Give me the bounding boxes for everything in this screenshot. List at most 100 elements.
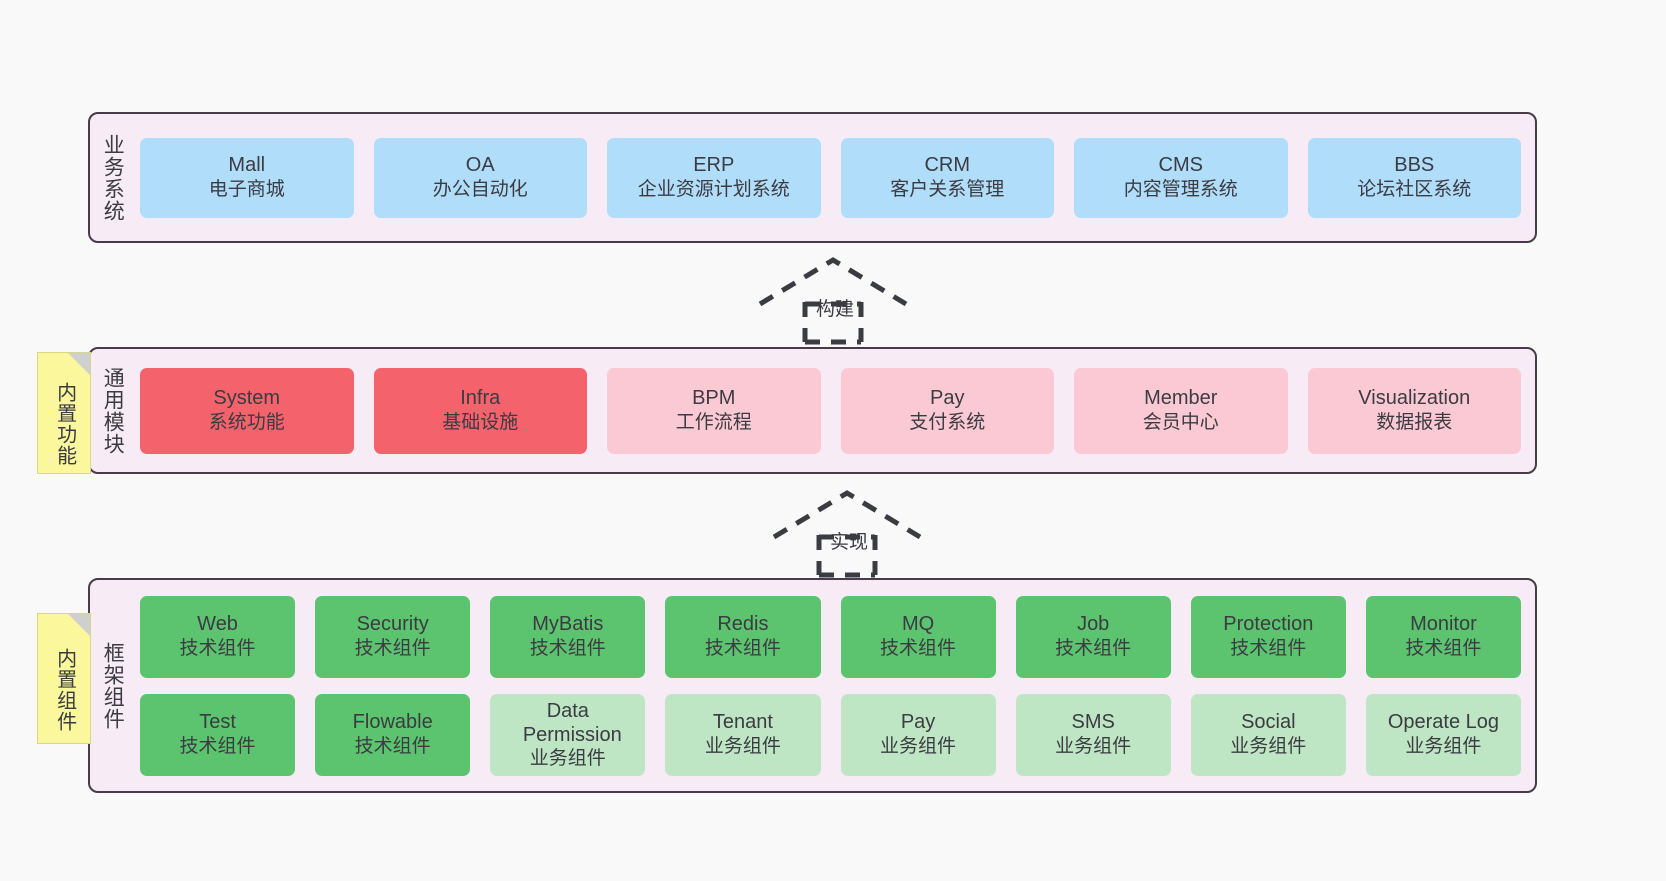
node-title: System xyxy=(213,386,281,409)
node-subtitle: 技术组件 xyxy=(880,638,957,660)
node-title: SMS xyxy=(1071,710,1115,733)
node-subtitle: 论坛社区系统 xyxy=(1357,179,1472,201)
node-subtitle: 支付系统 xyxy=(909,412,986,434)
node-subtitle: 技术组件 xyxy=(529,638,606,660)
node-job[interactable]: Job 技术组件 xyxy=(1015,595,1171,678)
node-pay-module[interactable]: Pay 支付系统 xyxy=(840,367,1054,454)
node-subtitle: 技术组件 xyxy=(1055,638,1132,660)
node-title: Operate Log xyxy=(1387,710,1500,733)
node-subtitle: 技术组件 xyxy=(354,736,431,758)
node-pay-component[interactable]: Pay 业务组件 xyxy=(840,693,996,776)
layer-body-business-systems: Mall 电子商城 OA 办公自动化 ERP 企业资源计划系统 CRM 客户关系… xyxy=(134,114,1535,241)
node-title: Infra xyxy=(460,386,501,409)
generalization-arrow-icon xyxy=(772,490,922,578)
node-web[interactable]: Web 技术组件 xyxy=(140,595,296,678)
node-subtitle: 技术组件 xyxy=(179,736,256,758)
node-erp[interactable]: ERP 企业资源计划系统 xyxy=(607,137,821,218)
node-title: Redis xyxy=(717,612,769,635)
node-title: Pay xyxy=(930,386,965,409)
sticky-note-builtin-features: 内置功能 xyxy=(37,352,91,474)
layer-common-modules: 通用模块 System 系统功能 Infra 基础设施 BPM 工作流程 Pay… xyxy=(88,347,1537,474)
layer-business-systems: 业务系统 Mall 电子商城 OA 办公自动化 ERP 企业资源计划系统 CRM… xyxy=(88,112,1537,243)
node-crm[interactable]: CRM 客户关系管理 xyxy=(840,137,1054,218)
node-subtitle: 基础设施 xyxy=(442,412,519,434)
node-subtitle: 客户关系管理 xyxy=(890,179,1005,201)
node-title: BBS xyxy=(1394,153,1435,176)
node-cms[interactable]: CMS 内容管理系统 xyxy=(1074,137,1288,218)
node-monitor[interactable]: Monitor 技术组件 xyxy=(1365,595,1521,678)
node-data-permission[interactable]: Data Permission 业务组件 xyxy=(490,693,646,776)
node-tenant[interactable]: Tenant 业务组件 xyxy=(665,693,821,776)
node-subtitle: 技术组件 xyxy=(354,638,431,660)
node-oa[interactable]: OA 办公自动化 xyxy=(373,137,587,218)
node-subtitle: 系统功能 xyxy=(208,412,285,434)
node-subtitle: 业务组件 xyxy=(1055,736,1132,758)
node-subtitle: 数据报表 xyxy=(1376,412,1453,434)
node-flowable[interactable]: Flowable 技术组件 xyxy=(315,693,471,776)
node-bbs[interactable]: BBS 论坛社区系统 xyxy=(1307,137,1521,218)
node-protection[interactable]: Protection 技术组件 xyxy=(1190,595,1346,678)
sticky-note-text: 内置功能 xyxy=(53,382,76,466)
node-title: Pay xyxy=(900,710,936,733)
node-subtitle: 业务组件 xyxy=(1230,736,1307,758)
node-title: Member xyxy=(1144,386,1218,409)
node-redis[interactable]: Redis 技术组件 xyxy=(665,595,821,678)
node-test[interactable]: Test 技术组件 xyxy=(140,693,296,776)
node-title: Job xyxy=(1077,612,1110,635)
layer-body-framework-components: Web 技术组件 Security 技术组件 MyBatis 技术组件 Redi… xyxy=(134,580,1535,791)
layer-label-business-systems: 业务系统 xyxy=(101,133,125,222)
sticky-note-text: 内置组件 xyxy=(53,647,76,732)
connector-label-implement: 实现 xyxy=(830,532,869,553)
node-title: CRM xyxy=(924,153,971,176)
node-member[interactable]: Member 会员中心 xyxy=(1074,367,1288,454)
node-subtitle: 业务组件 xyxy=(880,736,957,758)
node-title: MyBatis xyxy=(532,612,604,635)
node-subtitle: 技术组件 xyxy=(179,638,256,660)
node-title: Web xyxy=(197,612,238,635)
node-subtitle: 业务组件 xyxy=(1405,736,1482,758)
layer-label-framework-components: 框架组件 xyxy=(101,641,125,730)
node-system[interactable]: System 系统功能 xyxy=(140,367,354,454)
node-operate-log[interactable]: Operate Log 业务组件 xyxy=(1365,693,1521,776)
node-title: MQ xyxy=(901,612,935,635)
node-subtitle: 内容管理系统 xyxy=(1123,179,1238,201)
node-title: Test xyxy=(199,710,236,733)
node-subtitle: 业务组件 xyxy=(704,736,781,758)
node-title: Visualization xyxy=(1358,386,1471,409)
sticky-note-builtin-components: 内置组件 xyxy=(37,613,91,744)
node-subtitle: 技术组件 xyxy=(1405,638,1482,660)
node-row: Test 技术组件 Flowable 技术组件 Data Permission … xyxy=(140,693,1521,776)
layer-label-common-modules: 通用模块 xyxy=(101,366,125,455)
node-mq[interactable]: MQ 技术组件 xyxy=(840,595,996,678)
node-title: Mall xyxy=(228,153,266,176)
node-row: Web 技术组件 Security 技术组件 MyBatis 技术组件 Redi… xyxy=(140,595,1521,678)
layer-framework-components: 框架组件 Web 技术组件 Security 技术组件 MyBatis 技术组件… xyxy=(88,578,1537,793)
folded-corner-icon xyxy=(68,614,90,636)
node-mybatis[interactable]: MyBatis 技术组件 xyxy=(490,595,646,678)
node-subtitle: 办公自动化 xyxy=(432,179,528,201)
node-bpm[interactable]: BPM 工作流程 xyxy=(607,367,821,454)
node-title: Social xyxy=(1241,710,1296,733)
node-title: Tenant xyxy=(712,710,773,733)
node-title: Protection xyxy=(1223,612,1314,635)
node-visualization[interactable]: Visualization 数据报表 xyxy=(1307,367,1521,454)
node-subtitle: 技术组件 xyxy=(1230,638,1307,660)
node-title: BPM xyxy=(692,386,736,409)
node-title: Security xyxy=(356,612,429,635)
node-title: ERP xyxy=(693,153,735,176)
node-mall[interactable]: Mall 电子商城 xyxy=(140,137,354,218)
node-social[interactable]: Social 业务组件 xyxy=(1190,693,1346,776)
node-row: Mall 电子商城 OA 办公自动化 ERP 企业资源计划系统 CRM 客户关系… xyxy=(140,137,1521,218)
node-infra[interactable]: Infra 基础设施 xyxy=(373,367,587,454)
node-sms[interactable]: SMS 业务组件 xyxy=(1015,693,1171,776)
node-security[interactable]: Security 技术组件 xyxy=(315,595,471,678)
node-subtitle: 业务组件 xyxy=(529,747,606,769)
generalization-arrow-icon xyxy=(758,257,908,345)
node-subtitle: 技术组件 xyxy=(704,638,781,660)
node-title: Monitor xyxy=(1410,612,1477,635)
node-title: CMS xyxy=(1158,153,1203,176)
connector-label-build: 构建 xyxy=(816,299,855,320)
connector-build: 构建 xyxy=(757,256,909,345)
connector-implement: 实现 xyxy=(771,489,923,578)
